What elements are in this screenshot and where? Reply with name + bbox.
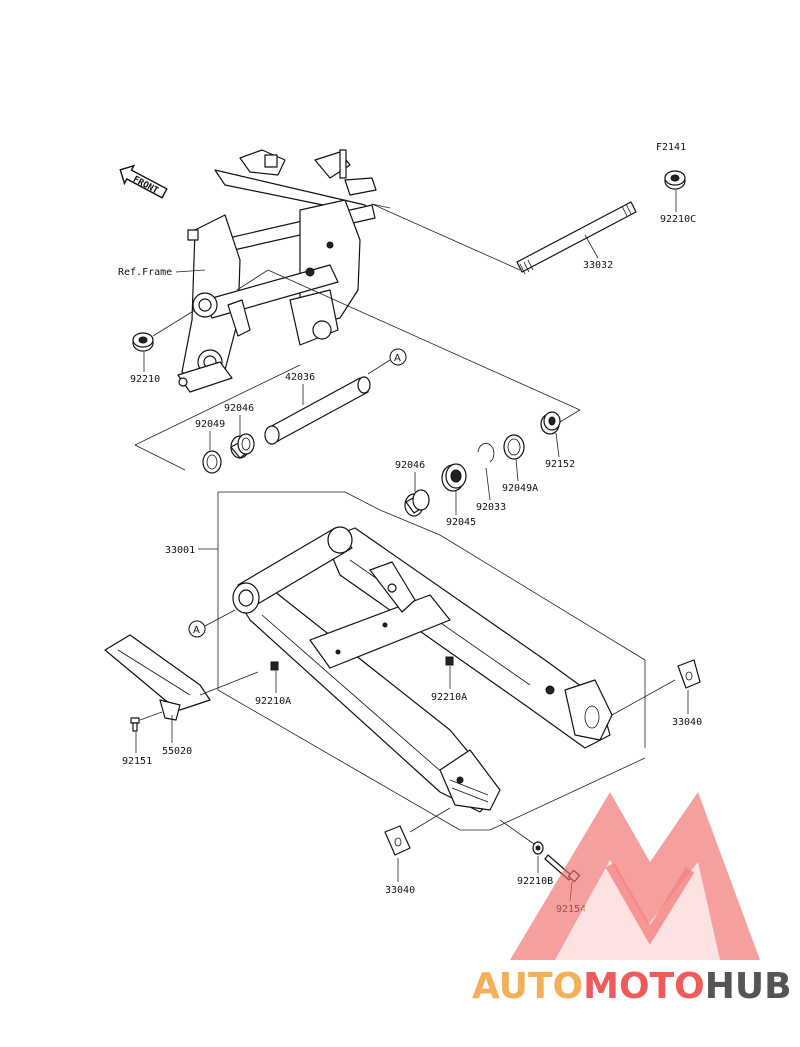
label-92210C: 92210C [660,214,696,225]
label-92151: 92151 [122,756,152,767]
callout-a-bottom [188,620,206,638]
pivot-shaft-33032 [516,201,637,275]
seal-92049A [503,434,525,460]
watermark-hub: HUB [705,966,792,1007]
bearing-92046-center [404,489,430,517]
watermark-auto: AUTO [472,966,583,1007]
swingarm-33001 [232,526,613,813]
watermark-text: AUTOMOTOHUB [472,966,792,1007]
bolt-92151 [130,717,140,732]
label-33001: 33001 [165,545,195,556]
adjuster-33040-bottom [384,825,411,856]
label-55020: 55020 [162,746,192,757]
label-33032: 33032 [583,260,613,271]
label-92049A: 92049A [502,483,538,494]
label-92033: 92033 [476,502,506,513]
nut-92210C [664,170,686,190]
label-42036: 42036 [285,372,315,383]
label-92210B: 92210B [517,876,553,887]
fitting-92210A-right [445,656,454,666]
label-92210A-right: 92210A [431,692,467,703]
adjuster-33040-right [677,659,701,689]
watermark-moto: MOTO [583,966,705,1007]
seal-92049 [202,450,222,474]
front-arrow-icon: FRONT [119,164,168,199]
collar-42036 [264,376,371,445]
diagram-id-label: F2141 [656,142,686,153]
callout-a-top [389,348,407,366]
chain-guard-55020 [104,634,211,721]
callout-a-top-label: A [394,353,401,364]
label-33040-right: 33040 [672,717,702,728]
label-92046-left: 92046 [224,403,254,414]
callout-a-bottom-label: A [193,625,200,636]
bearing-92045 [441,463,467,492]
fitting-92210A-left [270,661,279,671]
label-92045: 92045 [446,517,476,528]
frame-illustration [177,149,377,393]
label-92152: 92152 [545,459,575,470]
label-33040-bottom: 33040 [385,885,415,896]
bearing-92046-left [230,433,255,459]
label-92049: 92049 [195,419,225,430]
nut-92210 [132,332,154,352]
circlip-92033 [477,443,495,463]
label-92210A-left: 92210A [255,696,291,707]
nut-92210B [532,841,544,855]
label-92210: 92210 [130,374,160,385]
label-92046-center: 92046 [395,460,425,471]
ref-frame-label: Ref.Frame [118,267,172,278]
collar-92152 [540,411,561,435]
automotohub-logo-watermark [510,792,760,960]
